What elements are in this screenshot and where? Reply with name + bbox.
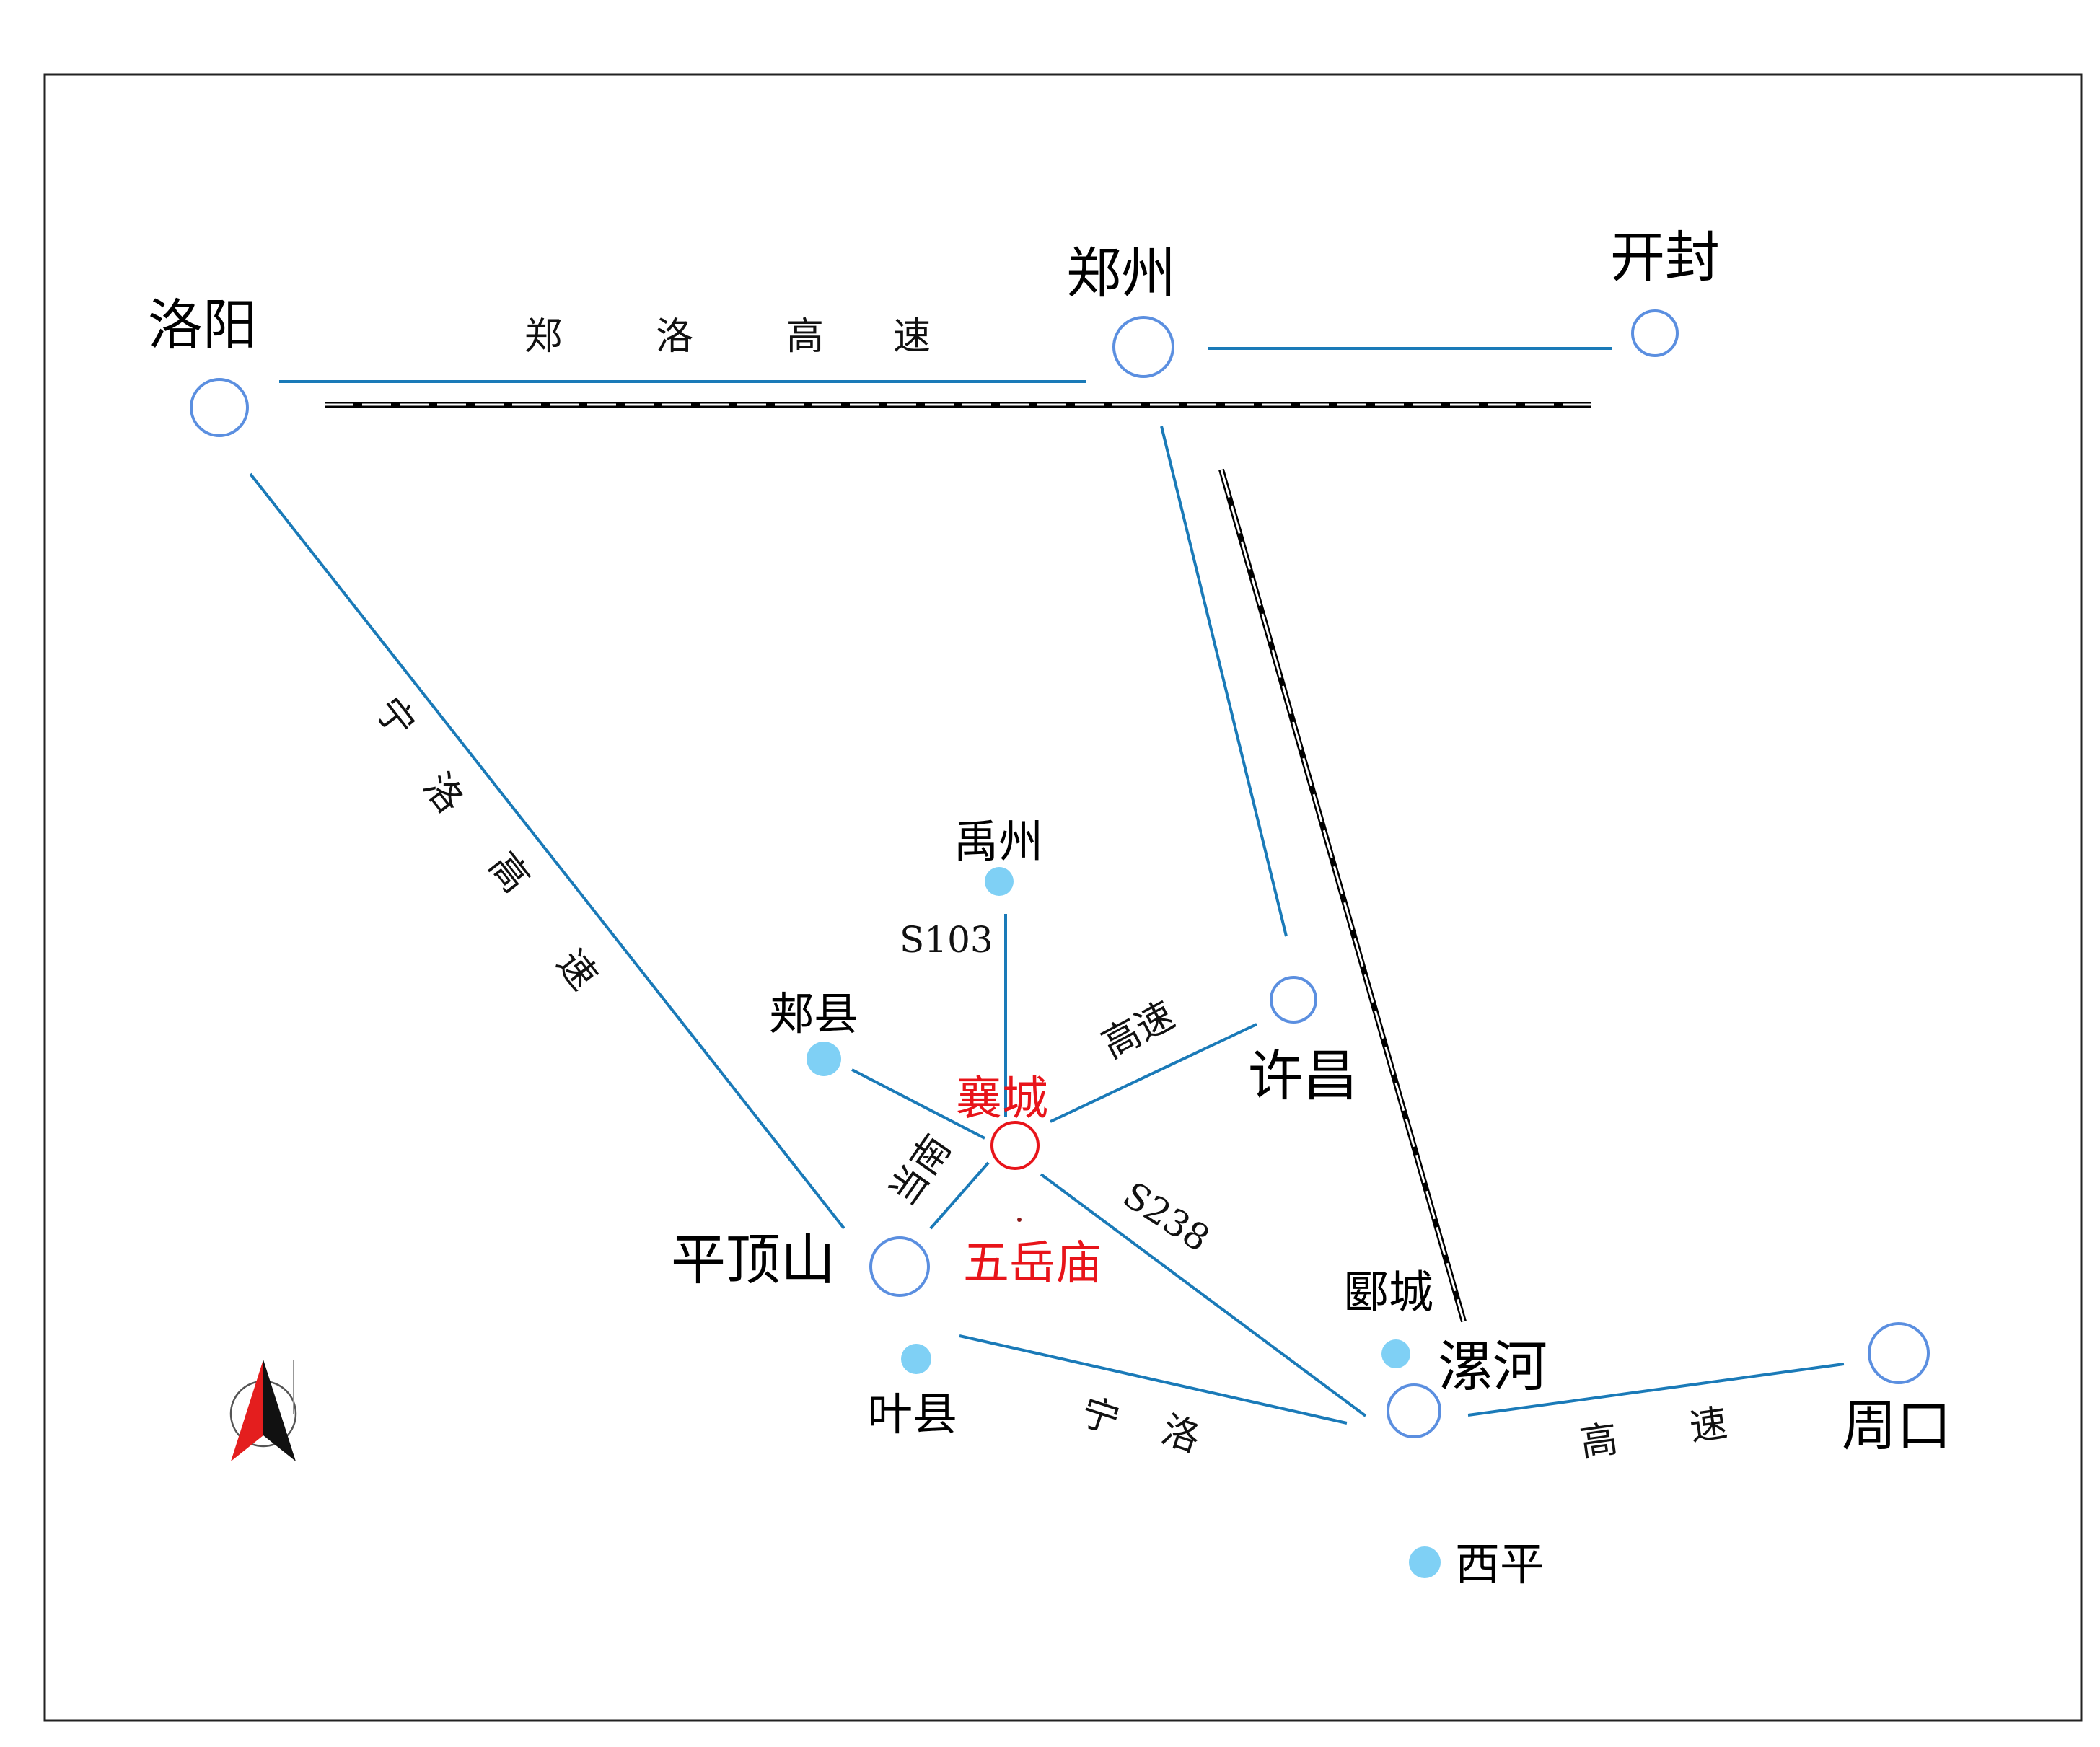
city-marker-luoyang[interactable]	[190, 378, 249, 437]
road-label-s103: S103	[900, 919, 993, 961]
road-luohe-zhoukou	[1467, 1363, 1845, 1417]
railway-north-south	[1218, 468, 1467, 1323]
town-marker-jiaxian[interactable]	[807, 1042, 841, 1076]
road-label-ningluo-s-1: 宁	[1076, 1390, 1125, 1443]
city-marker-xiangcheng[interactable]	[990, 1121, 1040, 1170]
town-marker-xiping[interactable]	[1409, 1546, 1441, 1578]
road-label-ningluo-nw-2: 洛	[415, 765, 472, 822]
road-jiaxian-xiangcheng	[851, 1068, 985, 1140]
label-luoyang: 洛阳	[148, 293, 258, 357]
road-label-zhengluo-3: 高	[786, 315, 824, 358]
city-marker-zhoukou[interactable]	[1868, 1322, 1930, 1384]
north-arrow-icon	[229, 1360, 297, 1461]
city-marker-zhengzhou[interactable]	[1112, 316, 1174, 378]
label-jiaxian: 郏县	[769, 987, 858, 1040]
road-yexian-luohe	[959, 1334, 1348, 1425]
label-zhengzhou: 郑州	[1066, 241, 1176, 305]
road-label-zhengluo-2: 洛	[656, 315, 693, 358]
label-wuyuemiao: 五岳庙	[963, 1237, 1102, 1290]
road-label-ningluo-s-2: 洛	[1156, 1408, 1205, 1461]
road-xiangcheng-pingdingshan	[929, 1161, 990, 1230]
city-marker-xuchang[interactable]	[1270, 976, 1317, 1024]
city-marker-luohe[interactable]	[1387, 1383, 1441, 1438]
label-yancheng: 郾城	[1344, 1266, 1433, 1319]
road-zhengzhou-xuchang	[1160, 426, 1288, 937]
label-luohe: 漯河	[1438, 1334, 1547, 1399]
road-luoyang-pingdingshan	[249, 472, 845, 1230]
road-label-dangnan: 当南	[881, 1127, 959, 1214]
road-xiangcheng-luohe	[1040, 1173, 1367, 1417]
label-xiping: 西平	[1455, 1538, 1545, 1590]
road-label-gaosu-xuchang: 高速	[1095, 994, 1182, 1068]
label-yexian: 叶县	[868, 1388, 957, 1440]
town-marker-yexian[interactable]	[901, 1344, 931, 1374]
label-kaifeng: 开封	[1610, 225, 1720, 289]
road-xiangcheng-xuchang	[1050, 1023, 1257, 1123]
road-label-s238: S238	[1115, 1174, 1216, 1259]
road-label-ningluo-nw-1: 宁	[366, 690, 423, 746]
city-marker-kaifeng[interactable]	[1631, 309, 1679, 357]
road-label-ningluo-nw-4: 速	[548, 942, 605, 998]
label-pingdingshan: 平顶山	[671, 1228, 835, 1292]
map-frame	[43, 73, 2083, 1722]
road-label-zhengluo-1: 郑	[524, 315, 562, 358]
city-marker-pingdingshan[interactable]	[869, 1236, 930, 1297]
label-xiangcheng: 襄城	[956, 1073, 1048, 1126]
road-label-gaosu-e-1: 高	[1577, 1417, 1620, 1466]
road-label-zhengluo-4: 速	[893, 315, 931, 358]
town-marker-yancheng[interactable]	[1381, 1339, 1410, 1368]
label-yuzhou: 禹州	[954, 815, 1043, 868]
label-zhoukou: 周口	[1842, 1394, 1951, 1458]
label-xuchang: 许昌	[1248, 1044, 1358, 1108]
road-label-gaosu-e-2: 速	[1687, 1401, 1730, 1450]
site-marker-wuyuemiao[interactable]	[1017, 1218, 1022, 1222]
road-label-ningluo-nw-3: 高	[480, 845, 537, 901]
town-marker-yuzhou[interactable]	[985, 867, 1014, 896]
